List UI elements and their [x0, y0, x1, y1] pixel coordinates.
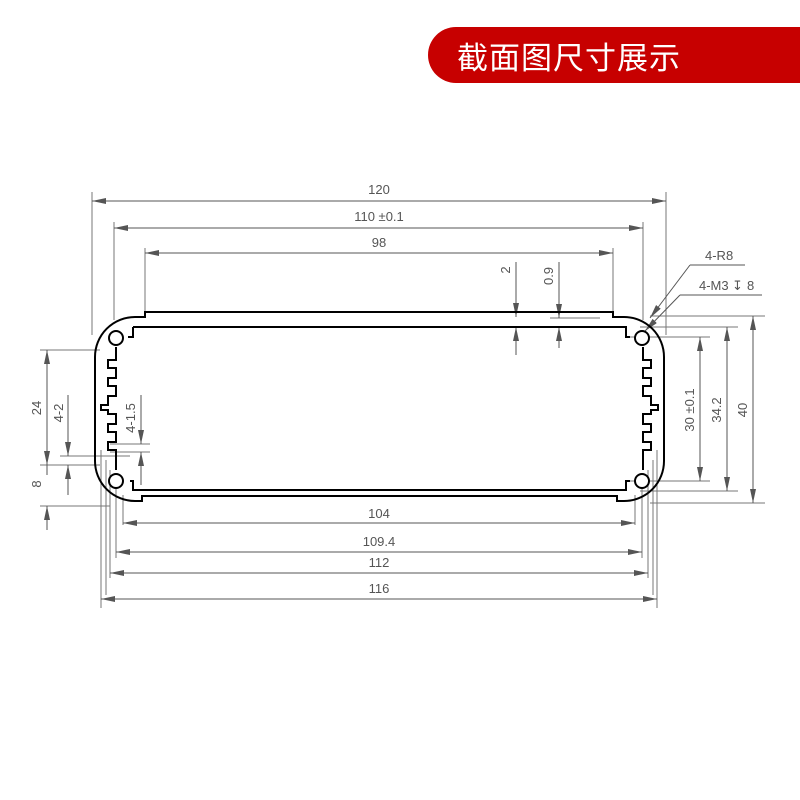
screw-hole-top-left: [108, 330, 124, 346]
extension-lines: [40, 192, 765, 608]
dim-top-step-depth: 0.9: [541, 267, 556, 285]
screw-hole-bottom-left: [108, 473, 124, 489]
dim-bottom-slot-width: 104: [368, 506, 390, 521]
dimension-labels: 120 110 ±0.1 98 104 109.4 112 116 2 0.9 …: [29, 182, 754, 596]
callout-corner-radius: 4-R8: [705, 248, 733, 263]
dim-overall-height: 40: [735, 403, 750, 417]
dim-body-width: 116: [369, 581, 390, 596]
dim-inner-height: 34.2: [709, 397, 724, 422]
callout-screw-holes: 4-M3: [699, 278, 729, 293]
dim-top-wall-thickness: 2: [498, 266, 513, 273]
title-banner: 截面图尺寸展示: [428, 27, 800, 83]
dim-hole-span: 30 ±0.1: [682, 388, 697, 431]
screw-holes: [108, 330, 650, 489]
dim-hole-center-distance: 109.4: [363, 534, 396, 549]
dim-top-slot-width: 98: [372, 235, 386, 250]
dim-overall-width: 120: [368, 182, 390, 197]
callout-depth-symbol: ↧: [732, 278, 743, 293]
dim-inner-body-width: 112: [369, 555, 390, 570]
dim-bottom-offset: 8: [29, 480, 44, 487]
profile-outline: [94, 311, 665, 502]
screw-hole-top-right: [634, 330, 650, 346]
dim-fin-pitch: 4-2: [51, 404, 66, 423]
callout-screw-depth: 8: [747, 278, 754, 293]
banner-title: 截面图尺寸展示: [457, 40, 681, 77]
dimension-lines: [44, 198, 762, 602]
dim-fin-depth: 4-1.5: [123, 403, 138, 433]
dim-fin-region-height: 24: [29, 401, 44, 415]
screw-hole-bottom-right: [634, 473, 650, 489]
dim-flange-width: 110 ±0.1: [354, 209, 404, 224]
